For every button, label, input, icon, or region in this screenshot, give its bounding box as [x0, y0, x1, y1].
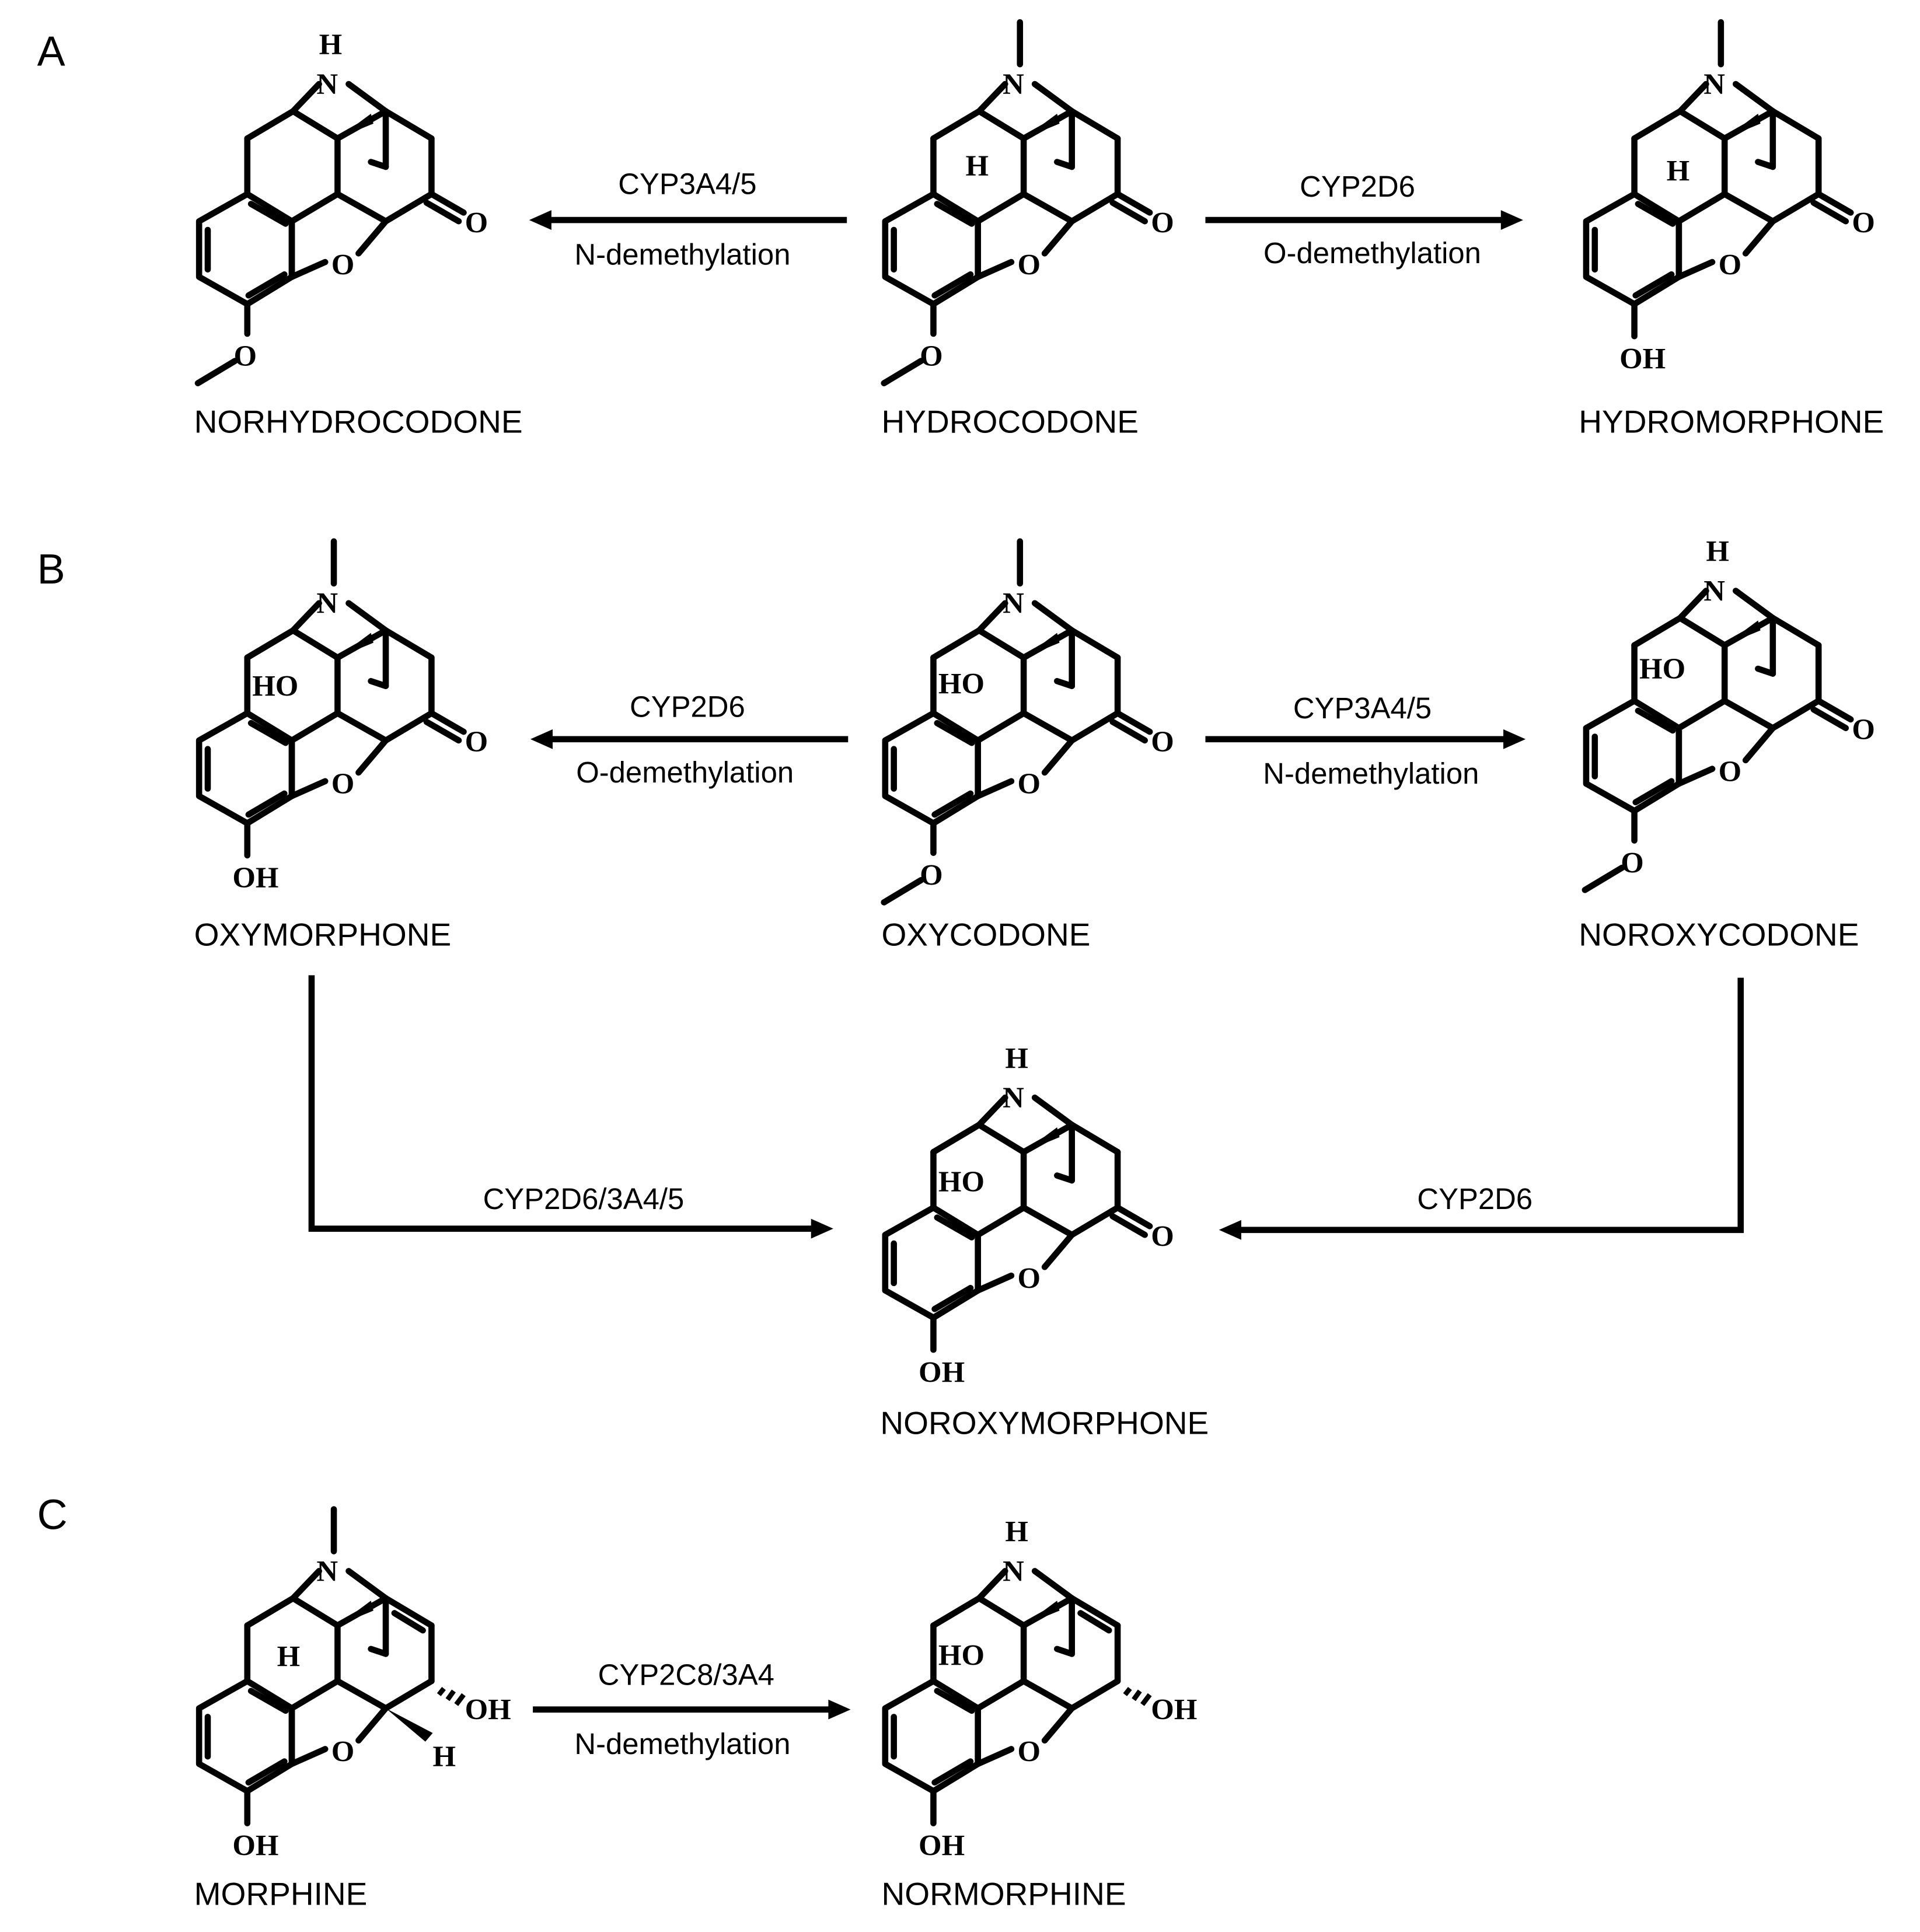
- structure-normorphine: H HO OH: [885, 1515, 1197, 1862]
- reaction-type-b-right: N-demethylation: [1263, 757, 1479, 790]
- structure-morphine: OH H H: [199, 1510, 511, 1862]
- reaction-type-a-left: N-demethylation: [574, 237, 790, 271]
- compound-name-hydrocodone: HYDROCODONE: [881, 403, 1139, 439]
- svg-text:HO: HO: [938, 667, 985, 700]
- enzyme-label-b-bottom-right: CYP2D6: [1417, 1182, 1532, 1215]
- enzyme-label-b-left: CYP2D6: [630, 690, 745, 724]
- arrow-b-bottom-left: [308, 975, 833, 1239]
- svg-text:HO: HO: [938, 1638, 985, 1671]
- structure-oxycodone: HO: [884, 541, 1174, 903]
- panel-label-c: C: [37, 1491, 68, 1538]
- structure-hydromorphone: H: [1586, 22, 1875, 375]
- svg-text:H: H: [966, 149, 989, 182]
- arrow-b-right: [1205, 729, 1526, 749]
- reaction-type-b-left: O-demethylation: [576, 756, 794, 789]
- compound-name-noroxycodone: NOROXYCODONE: [1579, 917, 1859, 953]
- structure-oxymorphone: HO: [199, 541, 488, 894]
- compound-name-morphine: MORPHINE: [194, 1875, 368, 1912]
- compound-name-normorphine: NORMORPHINE: [881, 1875, 1126, 1912]
- svg-text:OH: OH: [465, 1693, 511, 1726]
- svg-text:HO: HO: [252, 670, 298, 703]
- structure-hydrocodone: H: [884, 22, 1174, 383]
- structure-noroxymorphone: H HO: [885, 1042, 1174, 1388]
- arrow-a-left: [529, 210, 847, 230]
- arrow-a-right: [1205, 210, 1523, 230]
- enzyme-label-b-bottom-left: CYP2D6/3A4/5: [483, 1182, 685, 1215]
- arrow-b-left: [530, 729, 849, 749]
- svg-text:H: H: [1667, 154, 1690, 187]
- compound-name-noroxymorphone: NOROXYMORPHONE: [880, 1405, 1209, 1441]
- compound-name-oxymorphone: OXYMORPHONE: [194, 917, 452, 953]
- compound-name-oxycodone: OXYCODONE: [881, 917, 1090, 953]
- structure-norhydrocodone: H: [198, 28, 488, 383]
- svg-text:H: H: [433, 1740, 456, 1773]
- enzyme-label-a-right: CYP2D6: [1300, 170, 1415, 203]
- panel-label-a: A: [37, 28, 65, 75]
- enzyme-label-c: CYP2C8/3A4: [598, 1658, 774, 1691]
- reaction-type-c: N-demethylation: [574, 1727, 790, 1760]
- enzyme-label-b-right: CYP3A4/5: [1293, 691, 1432, 725]
- svg-text:HO: HO: [938, 1165, 985, 1198]
- svg-text:HO: HO: [1639, 652, 1685, 685]
- svg-text:H: H: [1005, 1515, 1028, 1548]
- enzyme-label-a-left: CYP3A4/5: [618, 167, 756, 201]
- compound-name-hydromorphone: HYDROMORPHONE: [1579, 403, 1884, 439]
- structure-noroxycodone: H HO: [1585, 535, 1875, 890]
- compound-name-norhydrocodone: NORHYDROCODONE: [194, 403, 523, 439]
- reaction-type-a-right: O-demethylation: [1263, 236, 1481, 270]
- svg-text:H: H: [1706, 535, 1729, 568]
- arrow-b-bottom-right: [1219, 977, 1744, 1240]
- panel-label-b: B: [37, 546, 65, 593]
- svg-text:H: H: [319, 28, 343, 61]
- arrow-c: [533, 1699, 851, 1720]
- svg-text:OH: OH: [1151, 1693, 1197, 1726]
- svg-text:H: H: [1005, 1042, 1028, 1074]
- svg-text:H: H: [277, 1640, 301, 1673]
